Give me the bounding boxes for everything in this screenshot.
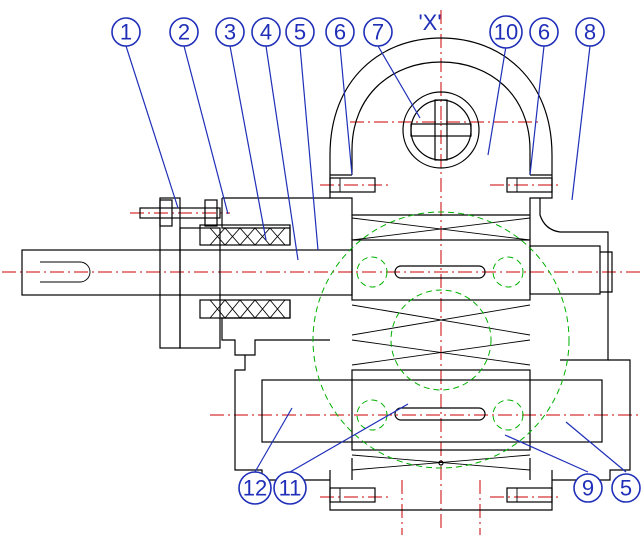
callout-4: 4 (251, 17, 281, 47)
callout-9-label: 9 (582, 476, 594, 501)
callout-10-label: 10 (494, 20, 518, 45)
callout-1-label: 1 (120, 20, 132, 45)
callout-6-right-label: 6 (538, 20, 550, 45)
bolts (329, 177, 553, 503)
callout-7: 7 (363, 17, 393, 47)
callout-12: 12 (238, 471, 272, 505)
callout-9: 9 (573, 473, 603, 503)
callout-6-right: 6 (529, 17, 559, 47)
pitch-circles (312, 211, 570, 469)
driven-gear (261, 369, 603, 471)
callout-5-bottom: 5 (611, 473, 641, 503)
inlet-port (402, 91, 480, 169)
leader-lines (125, 45, 627, 473)
drive-shaft (21, 197, 353, 349)
callout-10: 10 (489, 15, 523, 49)
callout-1: 1 (111, 17, 141, 47)
callout-3-label: 3 (224, 20, 236, 45)
callout-11-label: 11 (279, 476, 302, 501)
callout-2-label: 2 (178, 20, 190, 45)
callout-3: 3 (215, 17, 245, 47)
callout-2: 2 (169, 17, 199, 47)
callout-7-label: 7 (372, 20, 384, 45)
callout-8-label: 8 (584, 20, 596, 45)
callout-5-top-label: 5 (294, 20, 306, 45)
pump-housing (221, 37, 631, 511)
callout-5-top: 5 (285, 17, 315, 47)
drive-gear (351, 217, 613, 366)
callout-6-left-label: 6 (334, 20, 346, 45)
callout-6-left: 6 (325, 17, 355, 47)
callout-4-label: 4 (260, 20, 272, 45)
callout-5-bottom-label: 5 (620, 476, 632, 501)
view-label: 'X' (418, 10, 441, 35)
callout-11: 11 (273, 471, 307, 505)
center-lines (2, 10, 640, 535)
callout-8: 8 (575, 17, 605, 47)
callout-12-label: 12 (243, 476, 267, 501)
